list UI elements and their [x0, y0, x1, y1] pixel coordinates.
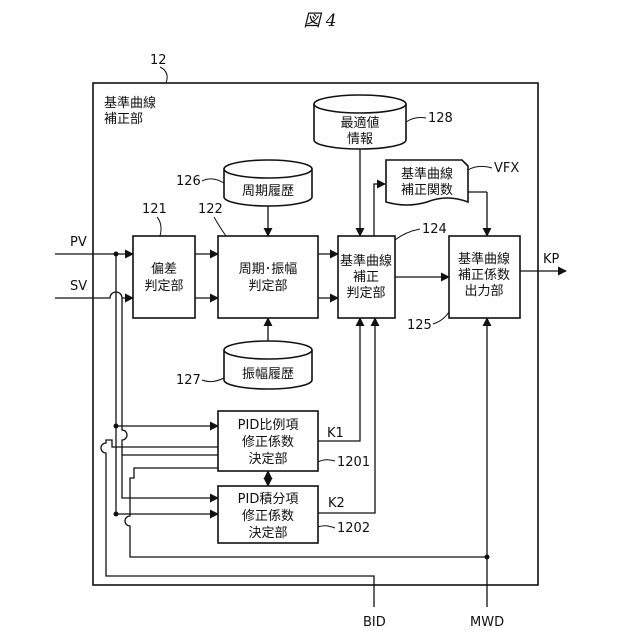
- coef-output-line2: 補正係数: [458, 268, 510, 283]
- pid-p-ref: 1201: [337, 455, 370, 470]
- correction-judge-line1: 基準曲線: [340, 253, 392, 269]
- pid-p-line1: PID比例項: [238, 418, 299, 433]
- bid-label: BID: [363, 615, 386, 630]
- pid-i-line1: PID積分項: [238, 492, 299, 507]
- deviation-line2: 判定部: [144, 279, 183, 294]
- deviation-block: [133, 236, 195, 318]
- coef-output-line1: 基準曲線: [458, 251, 510, 267]
- amp-history-label: 振幅履歴: [242, 367, 294, 382]
- period-amp-block: [218, 236, 318, 318]
- k1-label: K1: [327, 426, 344, 441]
- vfx-line1: 基準曲線: [401, 166, 453, 182]
- mwd-junction: [485, 555, 490, 560]
- vfx-line2: 補正関数: [401, 183, 453, 198]
- period-amp-ref: 122: [198, 202, 223, 217]
- unit-ref-leader: [160, 67, 167, 83]
- max-value-line2: 情報: [347, 132, 373, 147]
- max-value-line1: 最適値: [340, 115, 379, 131]
- vfx-ref: VFX: [494, 161, 519, 176]
- unit-ref: 12: [150, 53, 167, 68]
- unit-label-line1: 基準曲線: [104, 95, 156, 111]
- pid-p-line2: 修正係数: [242, 435, 294, 450]
- pid-i-line3: 決定部: [248, 526, 287, 541]
- pid-i-ref: 1202: [337, 521, 370, 536]
- period-history-ref: 126: [176, 174, 201, 189]
- period-history-label: 周期履歴: [242, 184, 294, 199]
- amp-history-ref: 127: [176, 373, 201, 388]
- period-amp-line1: 周期･振幅: [239, 262, 298, 277]
- pid-i-line2: 修正係数: [242, 509, 294, 524]
- max-value-ref: 128: [428, 111, 453, 126]
- correction-judge-ref: 124: [422, 222, 447, 237]
- coef-output-ref: 125: [407, 318, 432, 333]
- period-amp-line2: 判定部: [248, 279, 287, 294]
- correction-judge-line3: 判定部: [346, 286, 385, 301]
- pid-p-line3: 決定部: [248, 452, 287, 467]
- coef-output-line3: 出力部: [464, 284, 503, 299]
- kp-label: KP: [543, 252, 560, 267]
- correction-judge-line2: 補正: [353, 270, 379, 285]
- mwd-label: MWD: [470, 615, 504, 630]
- k2-label: K2: [328, 496, 345, 511]
- period-history-db: [224, 160, 312, 206]
- deviation-line1: 偏差: [151, 262, 177, 277]
- deviation-ref: 121: [142, 202, 167, 217]
- pv-label: PV: [70, 235, 87, 250]
- figure-title: 図 4: [303, 11, 336, 31]
- sv-label: SV: [70, 279, 87, 294]
- unit-label-line2: 補正部: [104, 112, 143, 127]
